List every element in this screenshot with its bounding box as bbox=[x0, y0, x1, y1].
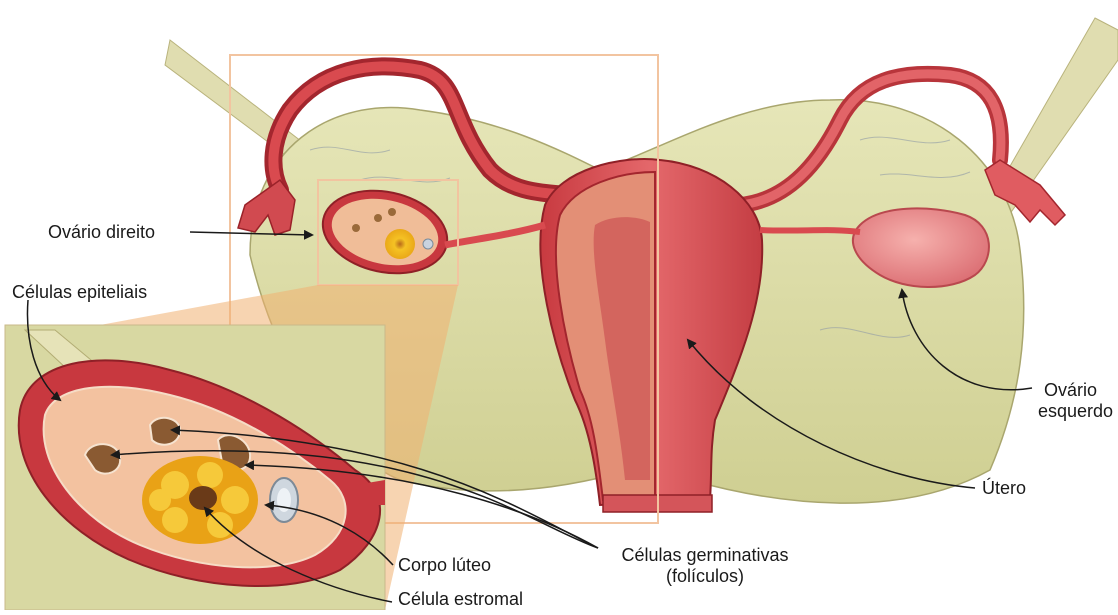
label-germ-cells-line1: Células germinativas bbox=[600, 545, 810, 566]
corpus-luteum bbox=[142, 456, 258, 544]
label-epithelial-cells: Células epiteliais bbox=[12, 282, 147, 303]
label-uterus: Útero bbox=[982, 478, 1026, 499]
label-left-ovary-line2: esquerdo bbox=[1038, 401, 1118, 422]
label-corpus-luteum: Corpo lúteo bbox=[398, 555, 491, 576]
label-right-ovary: Ovário direito bbox=[48, 222, 155, 243]
label-germ-cells: Células germinativas (folículos) bbox=[600, 545, 810, 587]
label-stromal-cell: Célula estromal bbox=[398, 589, 523, 610]
follicle bbox=[150, 418, 180, 445]
label-germ-cells-line2: (folículos) bbox=[600, 566, 810, 587]
label-left-ovary: Ovário esquerdo bbox=[1038, 380, 1118, 422]
label-left-ovary-line1: Ovário bbox=[1038, 380, 1118, 401]
